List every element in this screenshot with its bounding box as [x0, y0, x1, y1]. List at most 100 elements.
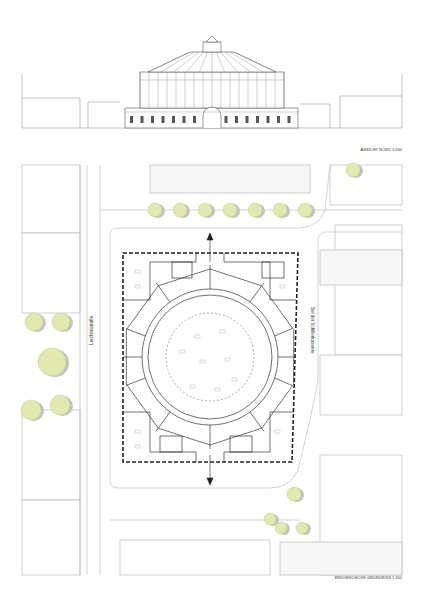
- facade-lines-part: [125, 112, 298, 113]
- elevation-frame-part: [22, 74, 23, 128]
- floor-plan-part: [275, 329, 292, 336]
- facade-lines-part: [176, 72, 177, 108]
- neighbour-buildings-part: [320, 355, 402, 415]
- trees-part: [275, 522, 287, 534]
- street-edges-part: [110, 232, 402, 488]
- facade-lines-part: [203, 72, 204, 108]
- facade-lines-part: [212, 72, 213, 108]
- facade-lines-part: [140, 80, 284, 81]
- facade-lines-part: [199, 52, 207, 72]
- street-edges: [87, 165, 402, 575]
- trees-part: [296, 522, 308, 534]
- facade-windows-part: [246, 116, 249, 123]
- trees-part: [148, 203, 162, 217]
- facade-lines-part: [194, 72, 195, 108]
- street-edges-part: [110, 235, 111, 480]
- facade-lines-part: [275, 72, 276, 108]
- furniture-part: [275, 430, 280, 433]
- facade-lines-part: [230, 72, 231, 108]
- entrance-arrows-part: [207, 478, 213, 485]
- rotunda-elevation-part: [203, 107, 221, 128]
- floor-plan-part: [160, 436, 182, 452]
- facade-lines-part: [158, 72, 159, 108]
- neighbour-buildings-part: [22, 500, 80, 575]
- furniture-part: [220, 330, 225, 333]
- floor-plan-part: [224, 253, 296, 300]
- facade-windows: [130, 116, 291, 123]
- floor-plan-part: [250, 412, 264, 431]
- trees: [21, 163, 363, 535]
- street-edges-part: [87, 165, 88, 575]
- furniture-part: [180, 350, 185, 353]
- elevation-frame-part: [300, 104, 330, 128]
- trees-part: [50, 395, 70, 415]
- rotunda-elevation-part: [125, 108, 298, 128]
- floor-plan-part: [278, 357, 296, 358]
- neighbour-buildings-part: [320, 250, 402, 285]
- facade-lines: [125, 52, 298, 112]
- trees-part: [248, 203, 262, 217]
- furniture-part: [135, 430, 140, 433]
- facade-lines-part: [248, 72, 249, 108]
- trees-part: [25, 313, 43, 331]
- elevation-frame-part: [340, 96, 402, 128]
- elevation-frame-part: [88, 102, 120, 128]
- trees-part: [198, 203, 212, 217]
- trees-part: [173, 203, 187, 217]
- neighbour-buildings-part: [335, 225, 402, 355]
- floor-plan-part: [123, 357, 142, 358]
- rotunda-elevation-part: [206, 36, 218, 42]
- floor-plan-part: [166, 313, 254, 401]
- facade-lines-part: [149, 72, 150, 108]
- furniture-part: [280, 285, 285, 288]
- facade-lines-part: [239, 72, 240, 108]
- street-edges-part: [110, 165, 330, 235]
- furniture: [135, 270, 285, 448]
- facade-windows-part: [225, 116, 228, 123]
- floor-plan-part: [126, 378, 145, 385]
- facade-windows-part: [267, 116, 270, 123]
- trees-part: [287, 487, 301, 501]
- floor-plan-part: [126, 329, 145, 336]
- facade-windows-part: [151, 116, 154, 123]
- floor-plan-part: [148, 295, 272, 419]
- facade-windows-part: [183, 116, 186, 123]
- street-edges-part: [100, 165, 101, 575]
- street-name: Lerchenstraße: [91, 315, 96, 344]
- plan-boundary-part: [123, 253, 298, 462]
- facade-windows-part: [172, 116, 175, 123]
- facade-windows-part: [235, 116, 238, 123]
- furniture-part: [245, 300, 250, 303]
- furniture-part: [200, 360, 205, 363]
- trees-part: [346, 163, 360, 177]
- furniture-part: [135, 445, 140, 448]
- elevation-frame-part: [22, 98, 80, 128]
- facade-windows-part: [256, 116, 259, 123]
- entrance-arrows-part: [207, 233, 213, 240]
- facade-lines-part: [266, 72, 267, 108]
- rotunda-elevation-part: [148, 52, 276, 72]
- furniture-part: [165, 410, 170, 413]
- facade-windows-part: [130, 116, 133, 123]
- rotunda-elevation: [125, 36, 298, 128]
- floor-plan-part: [275, 378, 292, 385]
- furniture-part: [215, 388, 220, 391]
- floor-plan-part: [126, 269, 293, 445]
- rotunda-elevation-part: [140, 72, 284, 108]
- furniture-part: [135, 270, 140, 273]
- facade-windows-part: [288, 116, 291, 123]
- trees-part: [298, 203, 312, 217]
- floor-plan-part: [224, 412, 294, 462]
- floor-plan-part: [123, 253, 196, 300]
- furniture-part: [190, 385, 195, 388]
- neighbour-buildings-part: [120, 540, 270, 575]
- facade-lines-part: [148, 52, 190, 72]
- facade-lines-part: [212, 52, 213, 72]
- floor-plan-part: [230, 436, 252, 452]
- neighbour-buildings-part: [280, 542, 402, 575]
- neighbour-buildings-part: [22, 165, 80, 233]
- facade-lines-part: [257, 72, 258, 108]
- facade-windows-part: [277, 116, 280, 123]
